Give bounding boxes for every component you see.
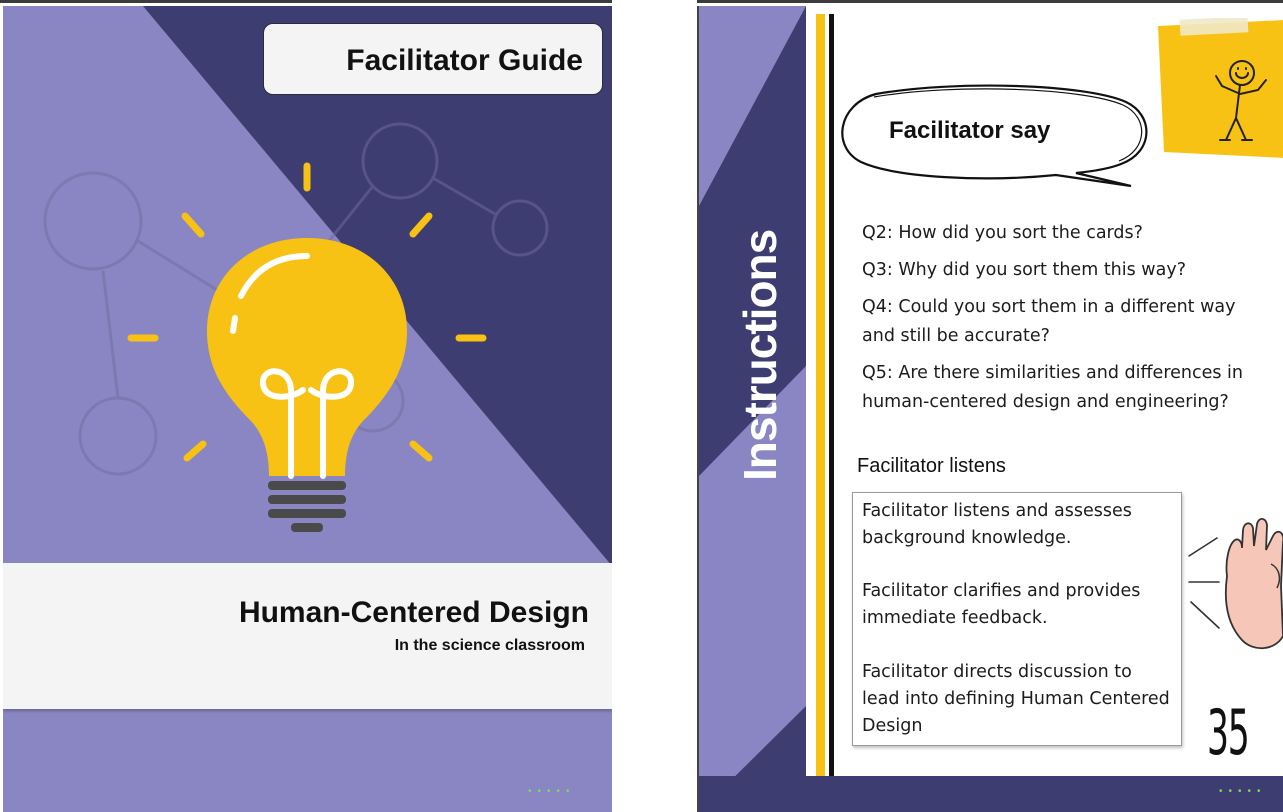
listening-hand-icon [1188,518,1283,650]
page-number: 35 [1207,696,1250,769]
footer-dots-right: ••••• [1219,786,1267,797]
question-q4: Q4: Could you sort them in a different w… [862,297,1236,346]
bottom-band [699,776,1283,812]
listens-heading: Facilitator listens [857,455,1006,477]
listens-item-1: Facilitator listens and assesses backgro… [862,501,1132,548]
lightbulb-icon [127,162,487,532]
listens-item-2: Facilitator clarifies and provides immed… [862,581,1141,628]
instructions-title: Instructions [734,229,786,481]
cover-title: Human-Centered Design [238,596,589,629]
guide-title-box [263,23,603,95]
page-gap [612,0,697,812]
question-q2: Q2: How did you sort the cards? [862,223,1143,243]
right-page-instructions: Instructions Facilitator say Q2: How did… [697,6,1283,812]
instructions-side-panel: Instructions [699,6,806,812]
stick-figure-icon [1215,60,1267,141]
speech-bubble-icon [841,84,1148,188]
accent-bar-yellow [816,14,825,776]
question-q3: Q3: Why did you sort them this way? [862,260,1186,280]
accent-bar-black [829,14,834,776]
footer-dots: ••••• [528,786,576,797]
speech-bubble-text: Facilitator say [889,117,1051,144]
cover-subtitle: In the science classroom [394,637,585,654]
series-side-title: HUMANIZING SCIENCE IN K-12 CLASSROOMS [23,94,44,536]
guide-title: Facilitator Guide [346,44,583,77]
left-page-cover: Facilitator Guide HUMANIZING SCIENCE IN … [3,6,612,812]
cover-title-band [3,563,612,709]
listens-box [852,492,1182,746]
listens-item-3: Facilitator directs discussion to lead i… [862,662,1170,736]
side-panel-shapes [699,6,806,812]
sticky-note-icon [1158,18,1283,158]
question-q5: Q5: Are there similarities and differenc… [862,363,1244,412]
